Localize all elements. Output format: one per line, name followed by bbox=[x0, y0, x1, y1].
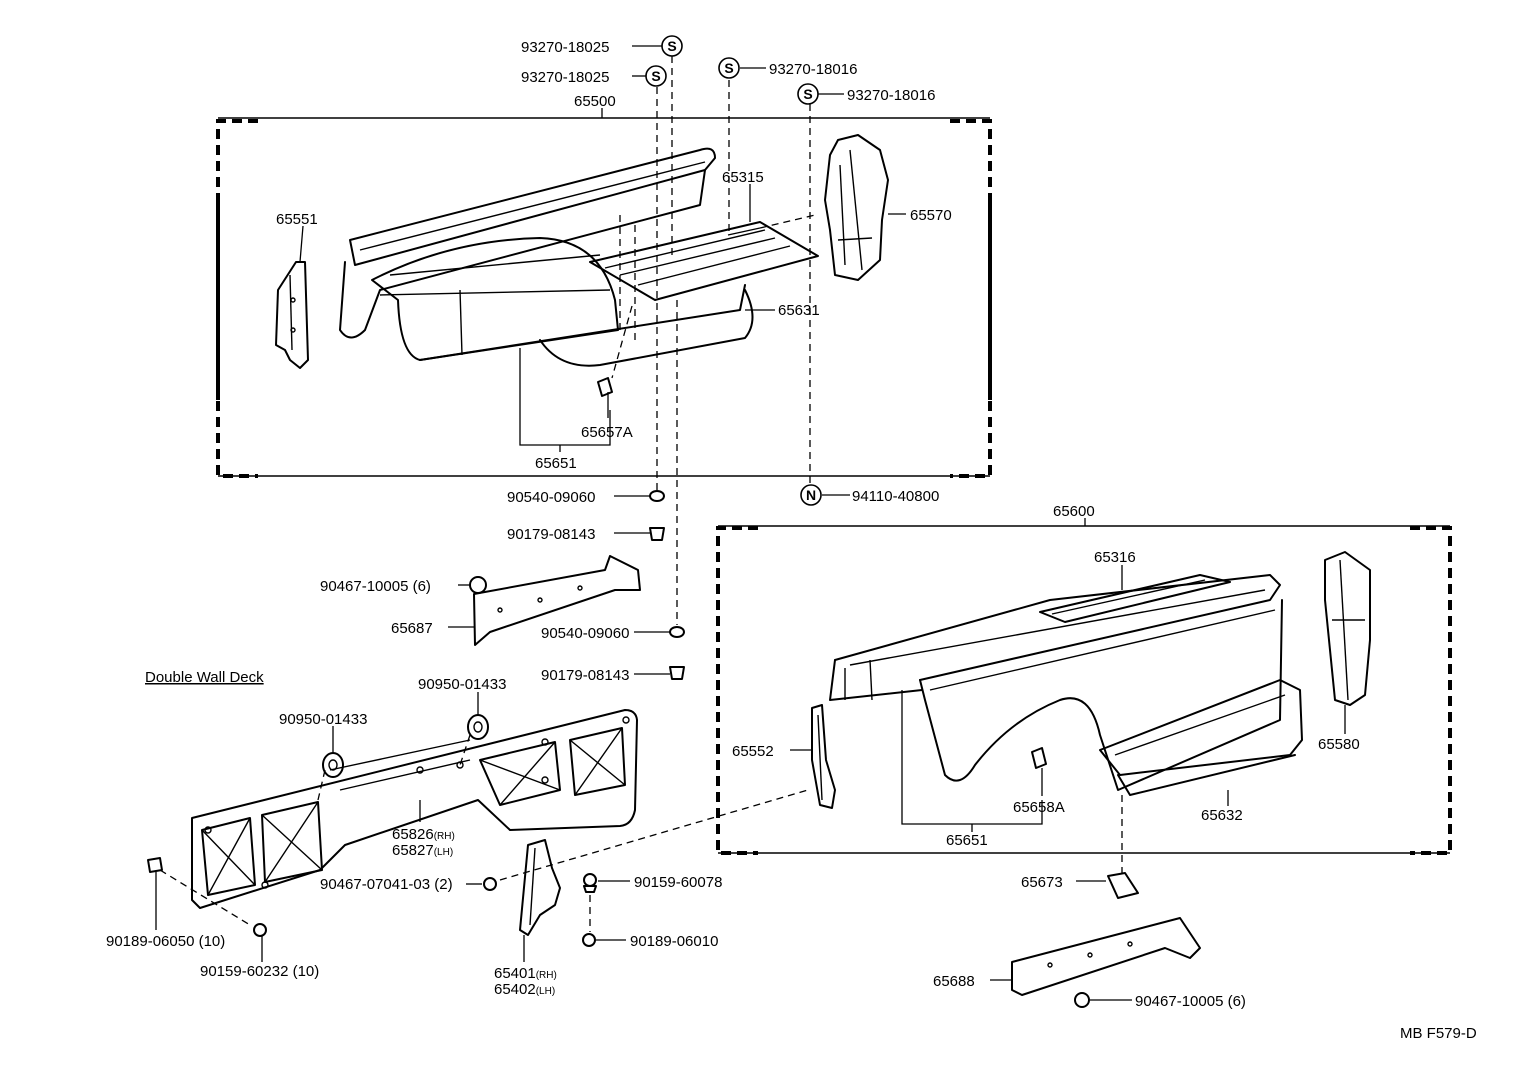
dashed-alignment-lines bbox=[159, 56, 1123, 932]
callout-65651-upper: 65651 bbox=[535, 455, 577, 472]
callout-65658a: 65658A bbox=[1013, 799, 1065, 816]
small-fastener-drawings-lower-left bbox=[147, 857, 597, 947]
callout-65580: 65580 bbox=[1318, 736, 1360, 753]
lower-assembly-frame bbox=[716, 525, 1452, 855]
callout-65401: 65401(RH) bbox=[494, 965, 557, 982]
bracket-65401-drawing bbox=[519, 839, 561, 936]
svg-text:S: S bbox=[803, 86, 812, 102]
callout-65827: 65827(LH) bbox=[392, 842, 453, 859]
callout-90159-60232: 90159-60232 (10) bbox=[200, 963, 319, 980]
reinforcement-65687-drawing bbox=[473, 555, 641, 646]
callout-90179-08143-b: 90179-08143 bbox=[541, 667, 629, 684]
callout-90950-01433-b: 90950-01433 bbox=[279, 711, 367, 728]
callout-65651-lower: 65651 bbox=[946, 832, 988, 849]
callout-65631: 65631 bbox=[778, 302, 820, 319]
rear-panel-65580-drawing bbox=[1324, 551, 1371, 706]
callout-65402: 65402(LH) bbox=[494, 981, 555, 998]
callout-93270-18025-b: 93270-18025 bbox=[521, 69, 609, 86]
side-inner-65632-drawing bbox=[1099, 679, 1303, 796]
symbol-s-93270-18016-a: S bbox=[718, 57, 740, 79]
upper-assembly-frame bbox=[216, 117, 992, 478]
callout-65552: 65552 bbox=[732, 743, 774, 760]
callout-93270-18016-b: 93270-18016 bbox=[847, 87, 935, 104]
symbol-n-94110-40800: N bbox=[800, 484, 822, 506]
callout-65600: 65600 bbox=[1053, 503, 1095, 520]
callout-65315: 65315 bbox=[722, 169, 764, 186]
svg-text:S: S bbox=[667, 38, 676, 54]
nut-drawing-lower-right bbox=[1074, 992, 1090, 1008]
side-panel-65500-drawing bbox=[339, 147, 754, 367]
bracket-65673-drawing bbox=[1107, 872, 1139, 899]
callout-90467-10005-b: 90467-10005 (6) bbox=[1135, 993, 1246, 1010]
callout-65673: 65673 bbox=[1021, 874, 1063, 891]
callout-90189-06050: 90189-06050 (10) bbox=[106, 933, 225, 950]
symbol-s-93270-18016-b: S bbox=[797, 83, 819, 105]
callout-65657a: 65657A bbox=[581, 424, 633, 441]
fastener-drawings-upper bbox=[469, 490, 685, 680]
callout-93270-18016-a: 93270-18016 bbox=[769, 61, 857, 78]
callout-65570: 65570 bbox=[910, 207, 952, 224]
callout-90159-60078: 90159-60078 bbox=[634, 874, 722, 891]
callout-93270-18025-a: 93270-18025 bbox=[521, 39, 609, 56]
leader-lines bbox=[155, 45, 1346, 1001]
callout-90950-01433-a: 90950-01433 bbox=[418, 676, 506, 693]
clip-65658a-drawing bbox=[1031, 747, 1047, 769]
callout-90467-07041-03: 90467-07041-03 (2) bbox=[320, 876, 453, 893]
callout-65688: 65688 bbox=[933, 973, 975, 990]
svg-text:N: N bbox=[806, 487, 816, 503]
callout-90179-08143-a: 90179-08143 bbox=[507, 526, 595, 543]
clip-65657a-drawing bbox=[597, 377, 613, 397]
callout-90467-10005-a: 90467-10005 (6) bbox=[320, 578, 431, 595]
rear-panel-65570-drawing bbox=[824, 134, 889, 281]
callout-65500: 65500 bbox=[574, 93, 616, 110]
bracket-65551-drawing bbox=[275, 261, 309, 369]
svg-text:S: S bbox=[724, 60, 733, 76]
bracket-65552-drawing bbox=[811, 704, 836, 809]
floor-panel-65315-drawing bbox=[589, 221, 819, 301]
callout-65687: 65687 bbox=[391, 620, 433, 637]
side-panel-65600-drawing bbox=[829, 574, 1283, 791]
symbol-s-93270-18025-b: S bbox=[645, 65, 667, 87]
reinforcement-65688-drawing bbox=[1011, 917, 1201, 996]
callout-90540-09060-b: 90540-09060 bbox=[541, 625, 629, 642]
svg-text:S: S bbox=[651, 68, 660, 84]
callout-90540-09060-a: 90540-09060 bbox=[507, 489, 595, 506]
callout-94110-40800: 94110-40800 bbox=[852, 488, 939, 505]
double-wall-deck-heading: Double Wall Deck bbox=[145, 669, 264, 686]
callout-65551: 65551 bbox=[276, 211, 318, 228]
drawing-code: MB F579-D bbox=[1400, 1025, 1477, 1042]
callout-65316: 65316 bbox=[1094, 549, 1136, 566]
double-wall-deck-drawing bbox=[191, 709, 638, 909]
symbol-s-93270-18025-a: S bbox=[661, 35, 683, 57]
callout-90189-06010: 90189-06010 bbox=[630, 933, 718, 950]
callout-65632: 65632 bbox=[1201, 807, 1243, 824]
callout-65826: 65826(RH) bbox=[392, 826, 455, 843]
